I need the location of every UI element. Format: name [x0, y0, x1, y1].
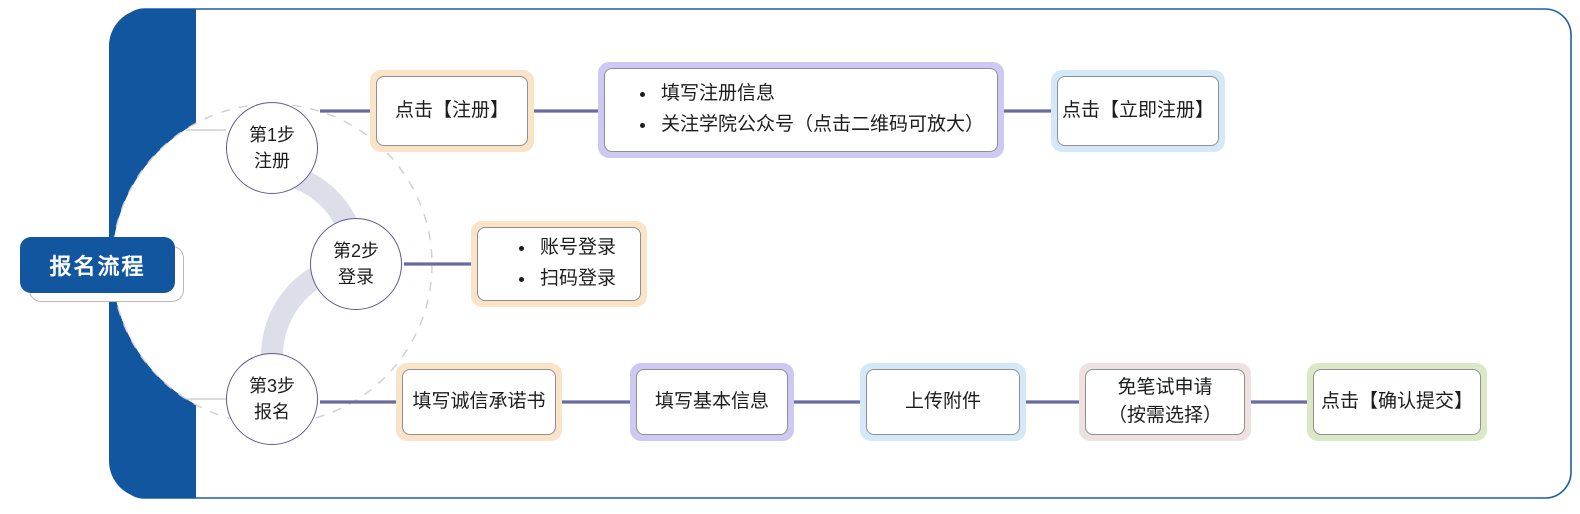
step-3-line1: 第3步: [248, 375, 295, 396]
root-node[interactable]: 报名流程: [20, 237, 184, 302]
node-basic-info[interactable]: 填写基本信息: [630, 363, 794, 441]
step-1-line1: 第1步: [248, 124, 295, 145]
node-click-register-now[interactable]: 点击【立即注册】: [1051, 70, 1225, 152]
node-basic-info-label: 填写基本信息: [636, 369, 788, 435]
step-1-line2: 注册: [254, 151, 290, 171]
node-click-register-label: 点击【注册】: [376, 76, 528, 146]
register-details-item-2: 关注学院公众号（点击二维码可放大）: [657, 110, 984, 141]
node-confirm-submit[interactable]: 点击【确认提交】: [1307, 363, 1487, 441]
node-register-details[interactable]: 填写注册信息 关注学院公众号（点击二维码可放大）: [598, 62, 1004, 158]
step-circle-1[interactable]: 第1步 注册: [226, 102, 318, 194]
node-exam-waiver-line2: （按需选择）: [1107, 405, 1222, 426]
node-integrity-pledge[interactable]: 填写诚信承诺书: [396, 363, 562, 441]
node-exam-waiver-body: 免笔试申请 （按需选择）: [1085, 369, 1245, 435]
root-node-label: 报名流程: [20, 237, 175, 293]
login-options-list: 账号登录 扫码登录: [518, 233, 616, 295]
step-circle-3[interactable]: 第3步 报名: [226, 353, 318, 445]
register-details-list: 填写注册信息 关注学院公众号（点击二维码可放大）: [639, 79, 984, 141]
node-exam-waiver-line1: 免笔试申请: [1117, 376, 1213, 398]
node-upload-attachment-label: 上传附件: [866, 369, 1020, 435]
node-click-register[interactable]: 点击【注册】: [370, 70, 534, 152]
node-register-details-body: 填写注册信息 关注学院公众号（点击二维码可放大）: [604, 68, 998, 152]
node-integrity-pledge-label: 填写诚信承诺书: [402, 369, 556, 435]
node-confirm-submit-label: 点击【确认提交】: [1313, 369, 1481, 435]
register-details-item-1: 填写注册信息: [657, 79, 984, 110]
step-circle-2[interactable]: 第2步 登录: [310, 218, 402, 310]
node-login-options[interactable]: 账号登录 扫码登录: [471, 221, 647, 307]
node-exam-waiver[interactable]: 免笔试申请 （按需选择）: [1079, 363, 1251, 441]
step-2-line1: 第2步: [332, 240, 379, 261]
node-click-register-now-label: 点击【立即注册】: [1057, 76, 1219, 146]
node-upload-attachment[interactable]: 上传附件: [860, 363, 1026, 441]
node-login-options-body: 账号登录 扫码登录: [477, 227, 641, 301]
step-3-line2: 报名: [254, 402, 290, 422]
login-options-item-1: 账号登录: [536, 233, 616, 264]
step-2-line2: 登录: [338, 267, 374, 287]
login-options-item-2: 扫码登录: [536, 264, 616, 295]
